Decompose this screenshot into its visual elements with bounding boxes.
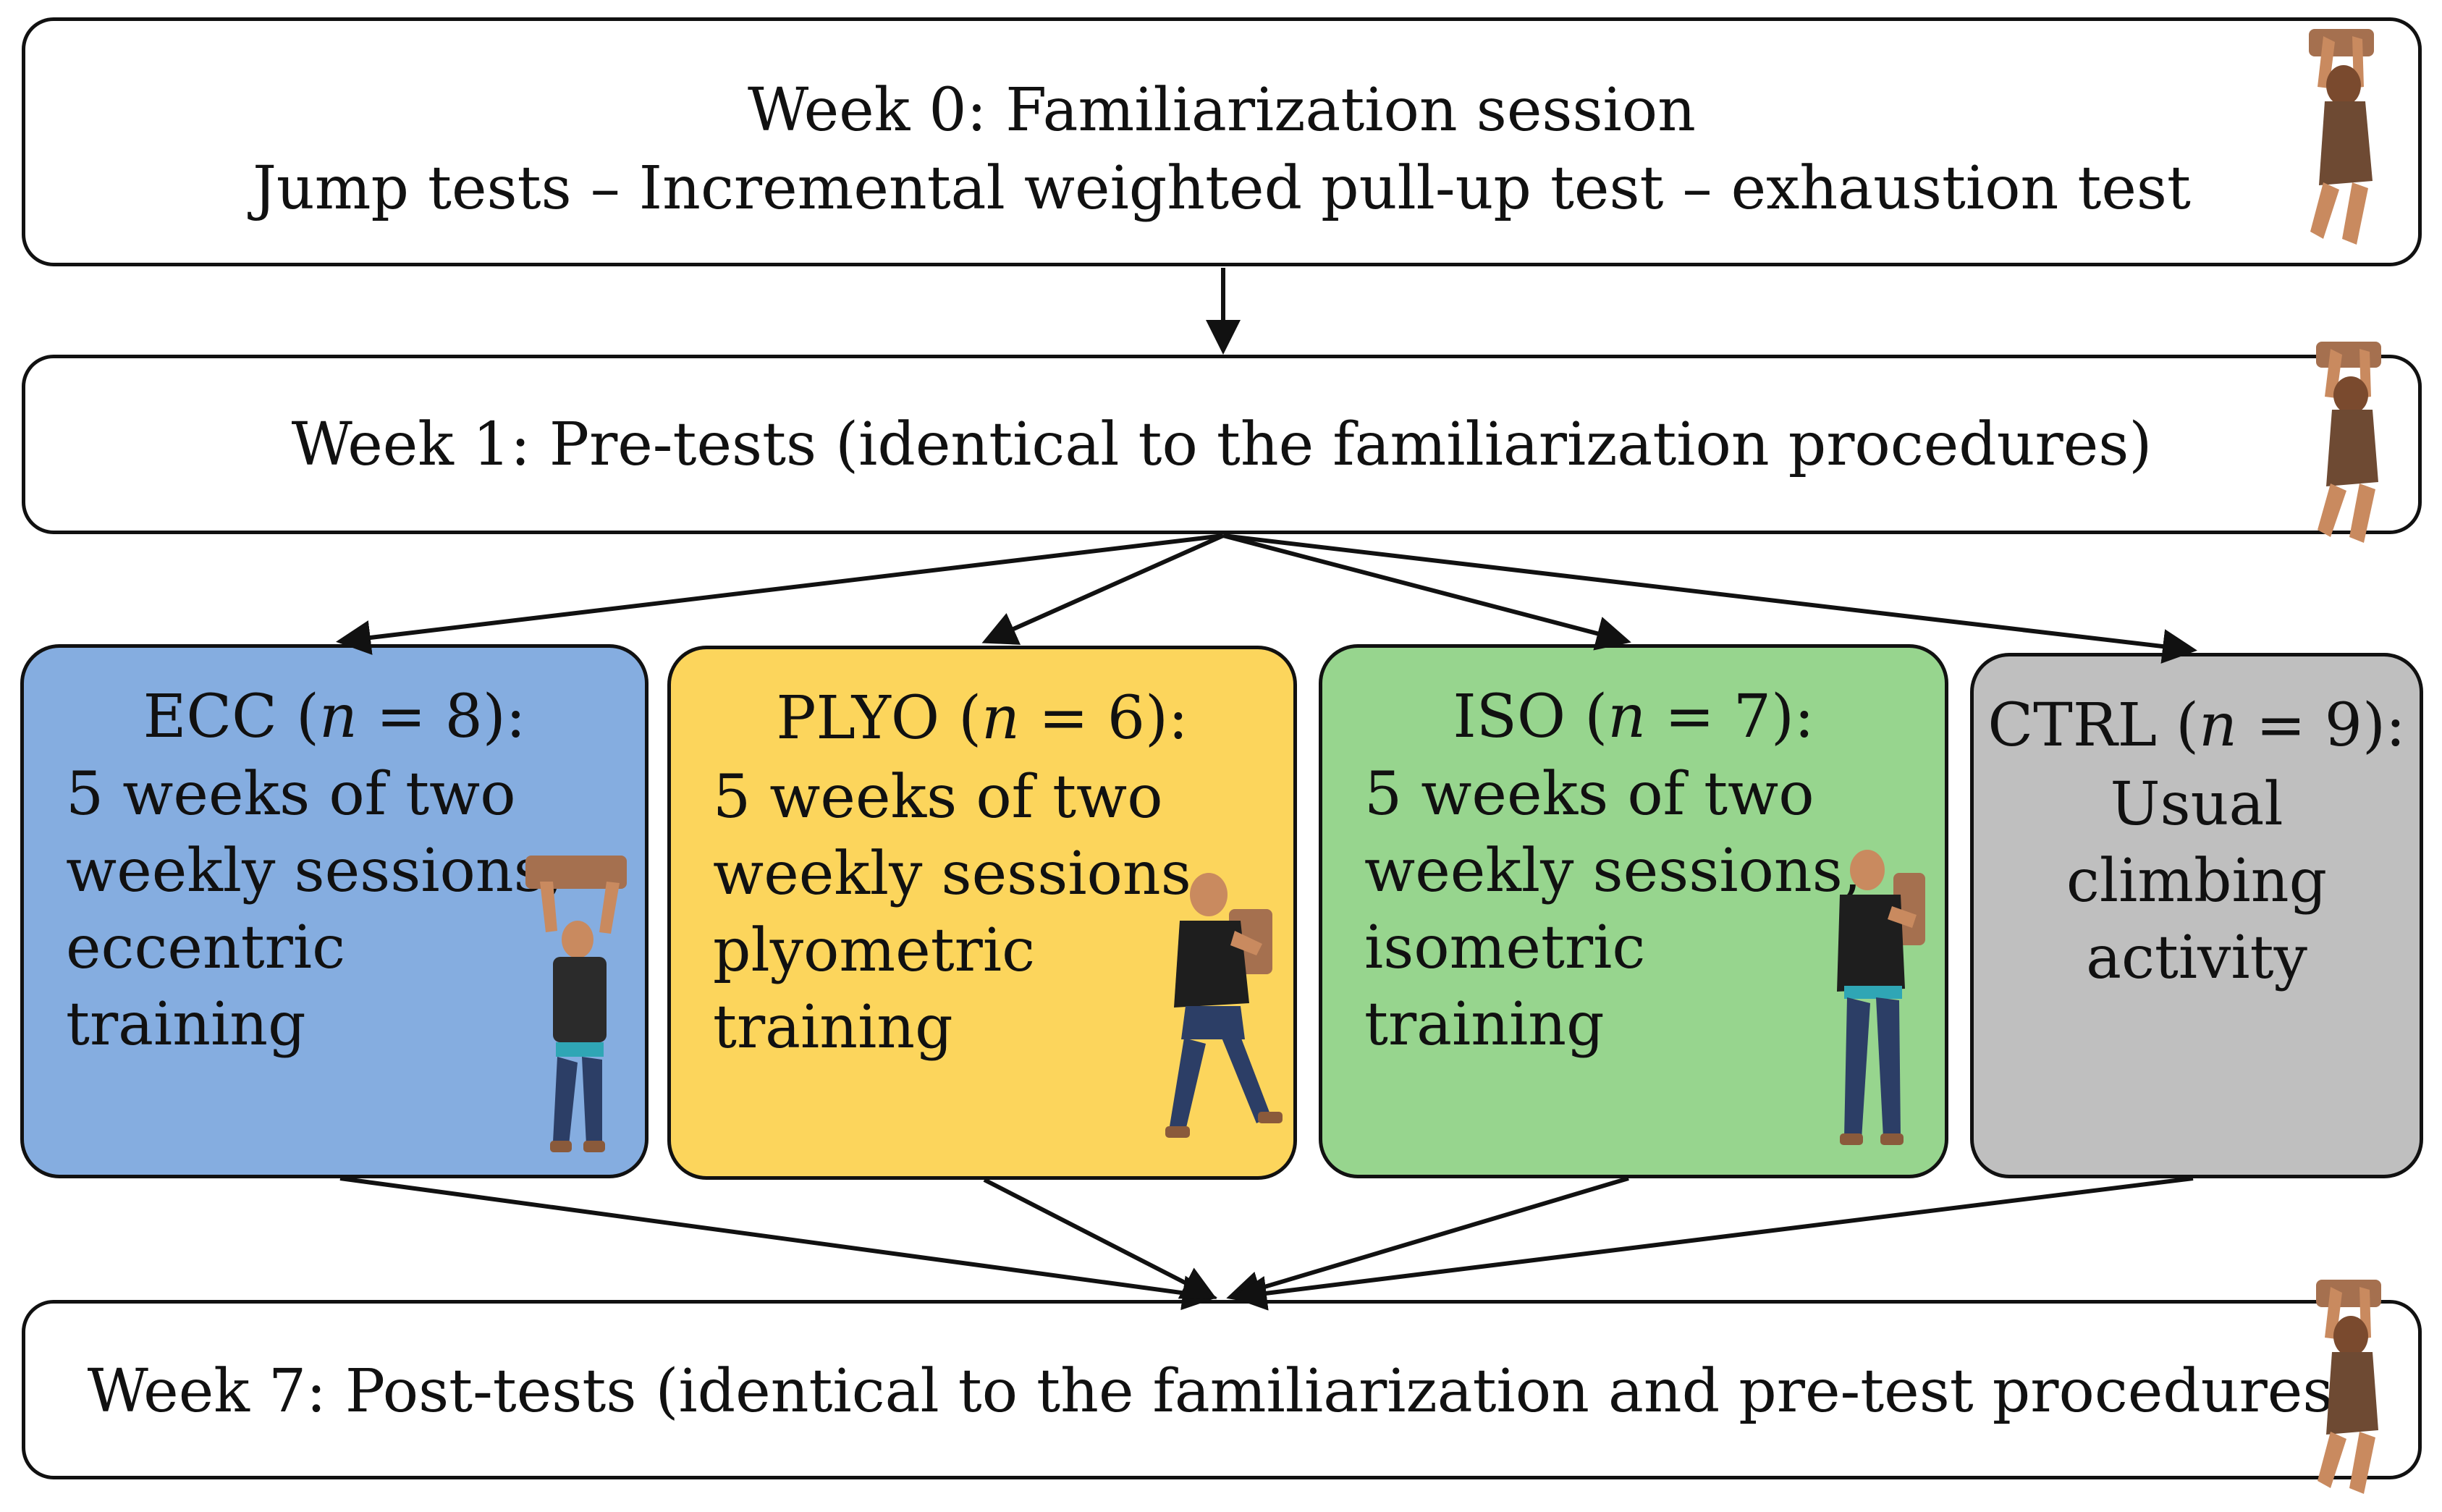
group-ecc-line: eccentric: [66, 913, 346, 982]
arrow-week1-to-plyo: [981, 533, 1225, 645]
group-ecc-line: 5 weeks of two: [66, 760, 516, 829]
group-plyo-n-symbol: n: [981, 684, 1020, 753]
hangboard-climber-icon: [2316, 1280, 2381, 1494]
group-ecc-line: training: [66, 990, 306, 1059]
group-iso-n-value: = 7):: [1665, 683, 1814, 751]
group-plyo-n-value: = 6):: [1039, 684, 1188, 753]
plyometric-climber-icon: [1165, 873, 1283, 1138]
week1-title: Week 1: Pre-tests (identical to the fami…: [291, 410, 2152, 479]
group-iso-n-symbol: n: [1607, 683, 1647, 751]
group-ecc-name: ECC: [143, 683, 277, 751]
group-plyo-name: PLYO: [776, 684, 940, 753]
group-iso-line: weekly sessions,: [1364, 837, 1862, 905]
hangboard-climber-icon: [2309, 29, 2374, 245]
week0-box: Week 0: Familiarization session Jump tes…: [22, 17, 2422, 266]
arrow-plyo-to-week7: [983, 1178, 1217, 1299]
group-ctrl-name: CTRL: [1987, 691, 2158, 760]
group-plyo-title: PLYO (n = 6):: [776, 684, 1188, 753]
group-ecc-n-value: = 8):: [376, 683, 526, 751]
arrow-week1-to-iso: [1222, 533, 1631, 651]
week0-tests: Jump tests – Incremental weighted pull-u…: [253, 154, 2191, 223]
group-ecc-title: ECC (n = 8):: [143, 683, 526, 751]
group-iso-line: training: [1364, 990, 1605, 1059]
group-ctrl-box: CTRL (n = 9): Usual climbing activity: [1970, 653, 2423, 1178]
group-ecc-n-symbol: n: [318, 683, 358, 751]
week1-box: Week 1: Pre-tests (identical to the fami…: [22, 355, 2422, 534]
week7-box: Week 7: Post-tests (identical to the fam…: [22, 1300, 2422, 1479]
group-iso-line: 5 weeks of two: [1364, 760, 1814, 829]
group-ctrl-line: Usual: [2110, 770, 2283, 839]
group-iso-line: isometric: [1364, 913, 1646, 982]
arrow-week1-to-ctrl: [1222, 533, 2197, 664]
isometric-climber-icon: [1837, 850, 1925, 1145]
group-ctrl-line: activity: [2086, 924, 2307, 992]
arrow-ecc-to-week7: [339, 1176, 1217, 1311]
hangboard-climber-icon: [2316, 342, 2381, 543]
group-ctrl-n-symbol: n: [2199, 691, 2237, 760]
group-ctrl-line: climbing: [2066, 847, 2328, 916]
group-ecc-line: weekly sessions,: [66, 837, 563, 905]
group-iso-name: ISO: [1453, 683, 1566, 751]
week0-title: Week 0: Familiarization session: [748, 76, 1696, 145]
group-ctrl-n-value: = 9):: [2256, 691, 2406, 760]
group-plyo-box: PLYO (n = 6): 5 weeks of two weekly sess…: [667, 646, 1297, 1180]
group-plyo-line: training: [713, 993, 953, 1062]
group-plyo-description: 5 weeks of two weekly sessions, plyometr…: [713, 759, 1210, 1066]
group-plyo-line: plyometric: [713, 916, 1035, 985]
group-iso-description: 5 weeks of two weekly sessions, isometri…: [1364, 756, 1862, 1063]
group-iso-title: ISO (n = 7):: [1453, 683, 1814, 751]
arrow-week1-to-ecc: [336, 533, 1224, 655]
group-ctrl-description: Usual climbing activity: [1974, 766, 2420, 997]
group-ctrl-title: CTRL (n = 9):: [1987, 691, 2406, 760]
group-plyo-line: weekly sessions,: [713, 840, 1210, 908]
arrow-iso-to-week7: [1226, 1176, 1629, 1305]
group-plyo-line: 5 weeks of two: [713, 763, 1163, 832]
weighted-vest-climber-icon: [525, 856, 627, 1152]
week7-title: Week 7: Post-tests (identical to the fam…: [87, 1357, 2357, 1426]
arrow-ctrl-to-week7: [1232, 1176, 2194, 1311]
group-ecc-description: 5 weeks of two weekly sessions, eccentri…: [66, 756, 563, 1063]
